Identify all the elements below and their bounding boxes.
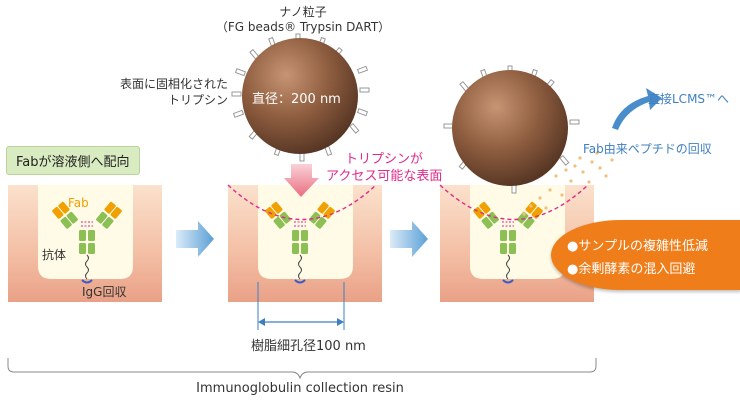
pore-size-label: 樹脂細孔径100 nm [251, 335, 366, 354]
fab-orientation-tag: Fabが溶液側へ配向 [6, 146, 140, 175]
fab-peptide-label: Fab由来ペプチドの回収 [583, 140, 712, 157]
benefits-badge: ●サンプルの複雑性低減 ●余剰酵素の混入回避 [551, 220, 740, 290]
resin-label: Immunoglobulin collection resin [150, 381, 450, 396]
resin-bracket [8, 358, 596, 378]
surface-trypsin-label-line2: トリプシン [108, 91, 228, 108]
antibody-label: 抗体 [42, 246, 66, 263]
direct-lcms-label: 直接LCMS™へ [648, 90, 729, 107]
trypsin-access-label-line2: アクセス可能な表面 [326, 165, 442, 184]
diameter-label: 直径：200 nm [252, 88, 341, 107]
benefit-item: ●余剰酵素の混入回避 [567, 258, 695, 277]
nanoparticle-icon [444, 66, 579, 193]
benefit-item: ●サンプルの複雑性低減 [567, 235, 708, 254]
right-arrow-icon [390, 221, 428, 257]
igg-label: IgG回収 [82, 283, 126, 300]
nanoparticle-subtitle: （FG beads® Trypsin DART） [213, 18, 393, 35]
right-arrow-icon [176, 221, 214, 257]
fab-label: Fab [68, 196, 89, 210]
surface-trypsin-label-line1: 表面に固相化された [108, 75, 228, 92]
